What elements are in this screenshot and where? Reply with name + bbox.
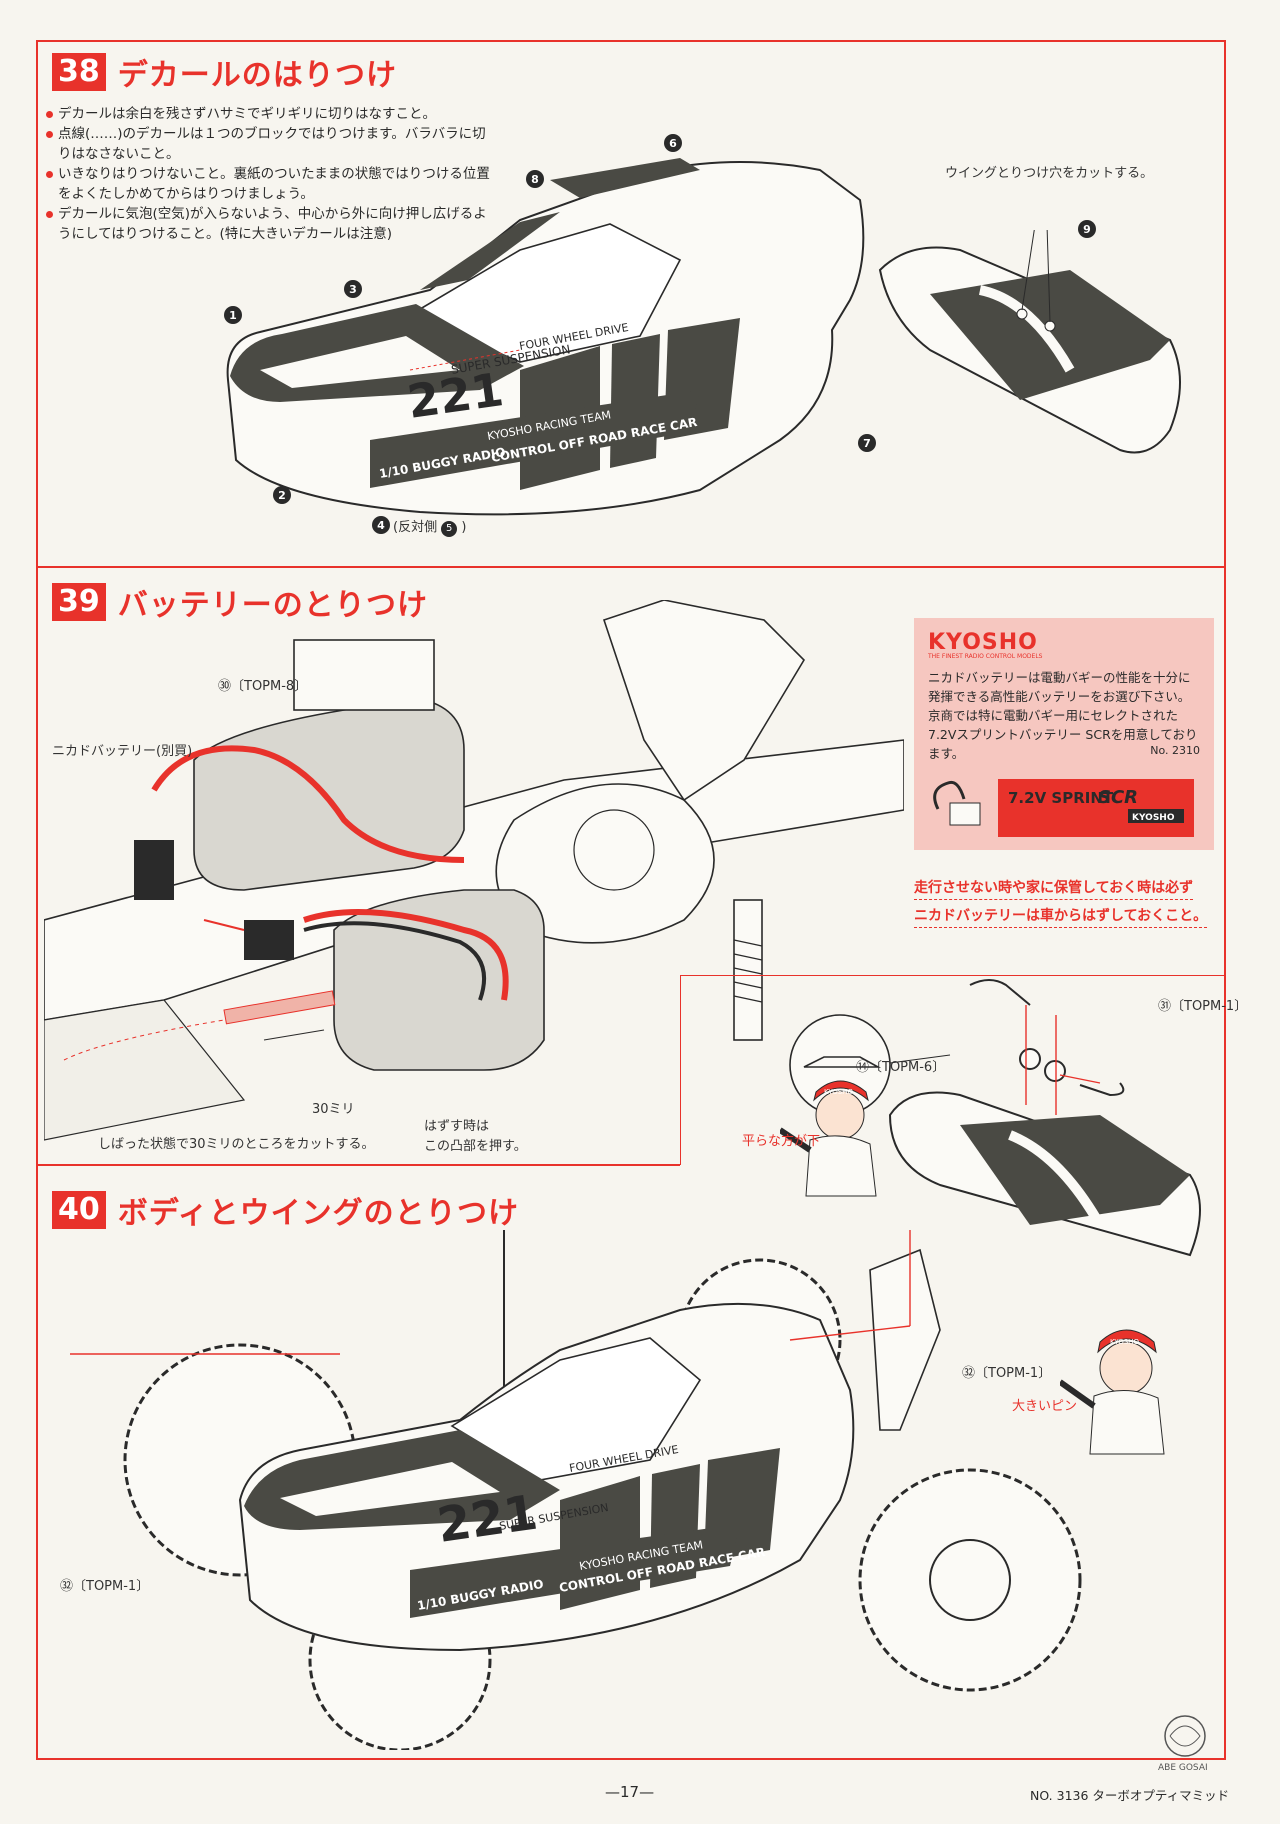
- mascot-figure: KYOSHO: [780, 1080, 877, 1197]
- body-wing-assembly-figure: 221 SUPER SUSPENSION FOUR WHEEL DRIVE 1/…: [70, 1230, 1082, 1750]
- section-title: バッテリーのとりつけ: [117, 588, 429, 623]
- decal-bottom-strip: [370, 390, 700, 488]
- assembly-decal-number: 221: [434, 1484, 541, 1553]
- big-pin-note: 大きいピン: [1012, 1399, 1078, 1414]
- section-40-header: 40 ボディとウイングのとりつけ: [52, 1188, 519, 1232]
- length-label: 30ミリ: [312, 1102, 355, 1117]
- section-title: ボディとウイングのとりつけ: [117, 1196, 519, 1231]
- mascot-cap-text: KYOSHO: [824, 1088, 853, 1096]
- abe-gosai-stamp: ABE GOSAI: [1158, 1715, 1208, 1773]
- decal-upper-stripe: [420, 212, 560, 290]
- note-item: 点線(……)のデカールは１つのブロックではりつけます。バラバラに切りはなさないこ…: [44, 124, 494, 164]
- battery-brand: KYOSHO: [1132, 813, 1175, 823]
- step-number: 40: [52, 1191, 106, 1229]
- kyosho-ad-text: ニカドバッテリーは電動バギーの性能を十分に発揮できる高性能バッテリーをお選び下さ…: [928, 670, 1198, 761]
- topm8-label: ㉚〔TOPM-8〕: [218, 679, 308, 694]
- callout-3: 3: [344, 280, 362, 298]
- callout-5: 5: [441, 521, 458, 537]
- step-number: 39: [52, 583, 106, 621]
- kyosho-tagline: THE FINEST RADIO CONTROL MODELS: [928, 653, 1043, 660]
- decal-number: 221: [404, 362, 507, 429]
- warning-line-2: ニカドバッテリーは車からはずしておくこと。: [914, 905, 1208, 928]
- callout-9: 9: [1078, 220, 1096, 238]
- battery-product-image: 7.2V SPRINT SCR KYOSHO: [933, 779, 1194, 837]
- callout-2: 2: [273, 486, 291, 504]
- topm1-right-label: ㉜〔TOPM-1〕: [962, 1366, 1052, 1381]
- topm1-top-label: ㉛〔TOPM-1〕: [1158, 999, 1248, 1014]
- wing-mount-figure: [789, 979, 1201, 1257]
- note-item: デカールは余白を残さずハサミでギリギリに切りはなすこと。: [44, 104, 494, 124]
- callout-8: 8: [526, 170, 544, 188]
- warning-line-1: 走行させない時や家に保管しておく時は必ず: [914, 877, 1194, 900]
- note-item: いきなりはりつけないこと。裏紙のついたままの状態ではりつける位置をよくたしかめて…: [44, 164, 494, 204]
- body-shell-decal-figure: SUPER SUSPENSION FOUR WHEEL DRIVE 221 KY…: [226, 158, 865, 516]
- battery-label: ニカドバッテリー(別買): [52, 744, 193, 759]
- battery-name-sub: SCR: [1098, 787, 1138, 808]
- release-note-1: はずす時は: [424, 1119, 490, 1134]
- cut-note: しばった状態で30ミリのところをカットする。: [98, 1137, 375, 1152]
- wing-hole-note: ウイングとりつけ穴をカットする。: [945, 166, 1154, 181]
- battery-name: 7.2V SPRINT: [1008, 789, 1114, 807]
- topm6-label: ⑭〔TOPM-6〕: [856, 1060, 946, 1075]
- battery-install-figure: [44, 600, 904, 1141]
- topm1-left-label: ㉜〔TOPM-1〕: [60, 1579, 150, 1594]
- section-divider: [36, 1164, 680, 1166]
- page-number: —17—: [605, 1783, 655, 1801]
- callout-7: 7: [858, 434, 876, 452]
- callout-6: 6: [664, 134, 682, 152]
- kyosho-battery-ad: KYOSHO THE FINEST RADIO CONTROL MODELS ニ…: [914, 618, 1214, 850]
- release-note-2: この凸部を押す。: [424, 1139, 527, 1154]
- step-number: 38: [52, 53, 106, 91]
- wing-decal-figure: [878, 230, 1181, 454]
- section-divider: [36, 566, 1226, 568]
- mascot-figure: KYOSHO: [1060, 1329, 1165, 1455]
- kyosho-logo: KYOSHO: [928, 630, 1038, 655]
- callout-4: 4: [372, 516, 390, 534]
- page-frame: [36, 40, 1226, 1760]
- product-number: No. 2310: [1150, 744, 1200, 757]
- note-item: デカールに気泡(空気)が入らないよう、中心から外に向け押し広げるようにしてはりつ…: [44, 204, 494, 244]
- decal-notes: デカールは余白を残さずハサミでギリギリに切りはなすこと。 点線(……)のデカール…: [44, 104, 494, 244]
- section-39-header: 39 バッテリーのとりつけ: [52, 580, 428, 624]
- flat-side-note: 平らな方が下: [742, 1134, 821, 1149]
- callout-1: 1: [224, 306, 242, 324]
- product-code: NO. 3136 ターボオプティマミッド: [1030, 1788, 1230, 1803]
- section-38-header: 38 デカールのはりつけ: [52, 50, 397, 94]
- section-title: デカールのはりつけ: [117, 58, 398, 93]
- stamp-text: ABE GOSAI: [1158, 1763, 1208, 1773]
- callout-4-note: (反対側 5 ): [393, 520, 467, 537]
- mascot-cap-text: KYOSHO: [1110, 1338, 1139, 1346]
